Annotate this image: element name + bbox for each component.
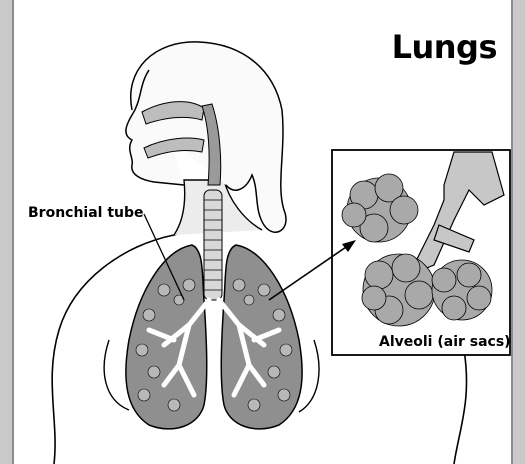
- torso-curve-left: [104, 340, 129, 410]
- page-title: Lungs: [392, 28, 497, 66]
- label-alveoli: Alveoli (air sacs): [379, 334, 511, 350]
- trachea: [204, 190, 222, 300]
- label-bronchial-tube: Bronchial tube: [28, 205, 144, 221]
- diagram-frame: Lungs Bronchial tube Alveoli (air sacs): [12, 0, 513, 464]
- anatomy-illustration: [14, 0, 513, 464]
